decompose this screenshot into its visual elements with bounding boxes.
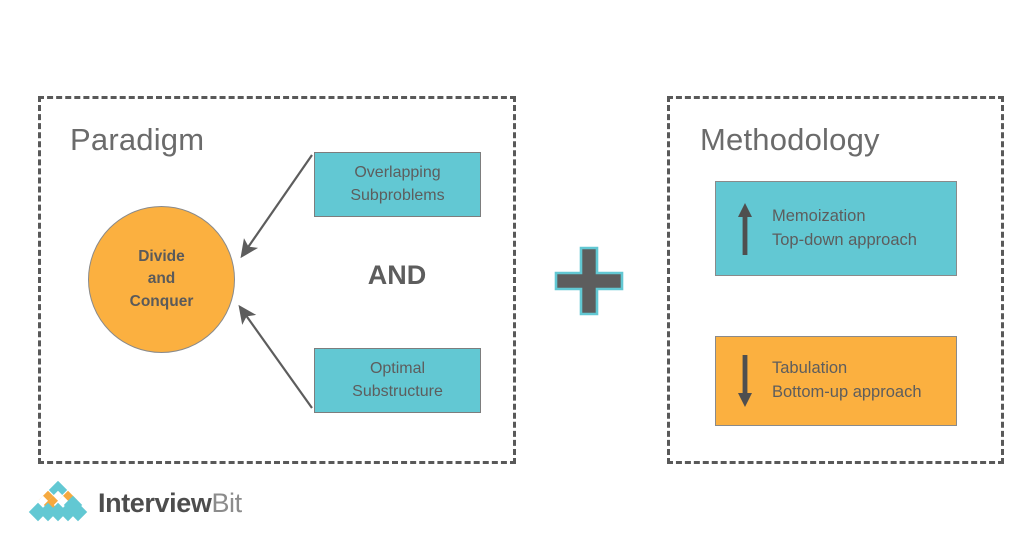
divide-and-conquer-line-3: Conquer	[129, 292, 194, 310]
tabulation-card: Tabulation Bottom-up approach	[715, 336, 957, 426]
paradigm-panel	[38, 96, 516, 464]
interviewbit-logo-mark	[28, 481, 88, 522]
logo-word-bit: Bit	[211, 487, 242, 518]
tabulation-line-2: Bottom-up approach	[772, 383, 922, 401]
tabulation-text: Tabulation Bottom-up approach	[772, 357, 922, 405]
interviewbit-logo: InterviewBit	[28, 481, 242, 525]
overlapping-subproblems-box: Overlapping Subproblems	[314, 152, 481, 217]
overlapping-subproblems-line-1: Overlapping	[354, 164, 441, 182]
plus-icon	[554, 246, 624, 316]
up-arrow-icon	[734, 201, 756, 257]
optimal-substructure-line-1: Optimal	[369, 360, 426, 378]
memoization-text: Memoization Top-down approach	[772, 205, 917, 253]
divide-and-conquer-line-1: Divide	[138, 247, 185, 265]
overlapping-subproblems-line-2: Subproblems	[350, 186, 445, 204]
memoization-card: Memoization Top-down approach	[715, 181, 957, 276]
tabulation-line-1: Tabulation	[772, 359, 848, 378]
methodology-panel	[667, 96, 1004, 464]
optimal-substructure-line-2: Substructure	[352, 382, 443, 400]
paradigm-panel-title: Paradigm	[70, 122, 205, 157]
logo-word-interview: Interview	[98, 487, 212, 518]
and-connector-label: AND	[367, 260, 427, 290]
memoization-line-1: Memoization	[772, 206, 866, 225]
interviewbit-wordmark: InterviewBit	[98, 488, 242, 519]
divide-and-conquer-node: Divide and Conquer	[88, 206, 235, 353]
divide-and-conquer-line-2: and	[147, 270, 176, 288]
methodology-panel-title: Methodology	[700, 122, 880, 157]
memoization-line-2: Top-down approach	[772, 230, 917, 249]
optimal-substructure-box: Optimal Substructure	[314, 348, 481, 413]
down-arrow-icon	[734, 353, 756, 409]
